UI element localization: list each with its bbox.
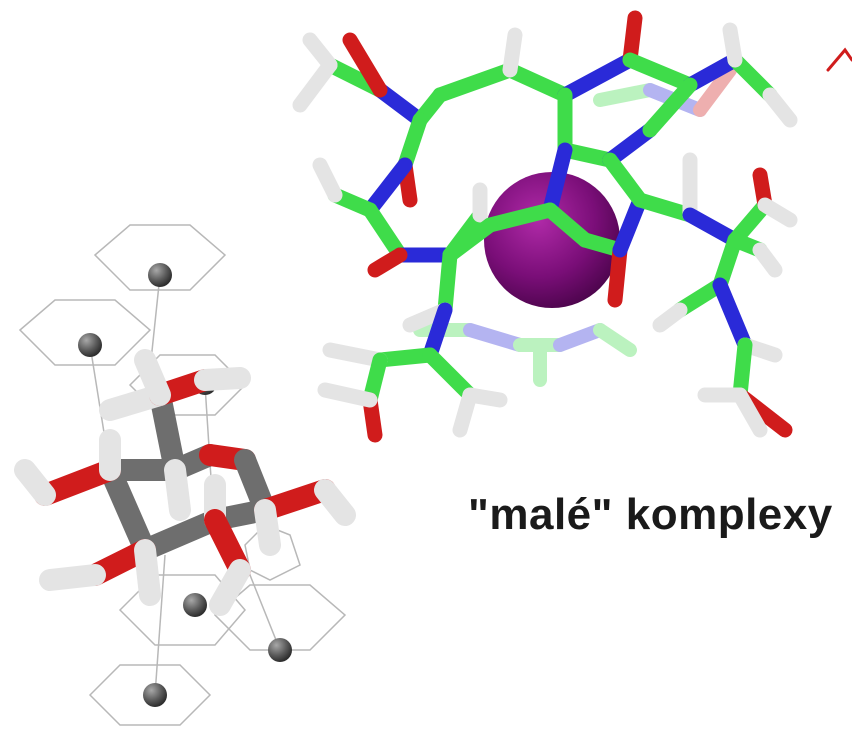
metal-ion [484, 172, 620, 308]
sugar-lattice [14, 224, 356, 726]
macrocycle-complex [292, 10, 852, 443]
caption-small-complexes: "malé" komplexy [468, 490, 833, 539]
